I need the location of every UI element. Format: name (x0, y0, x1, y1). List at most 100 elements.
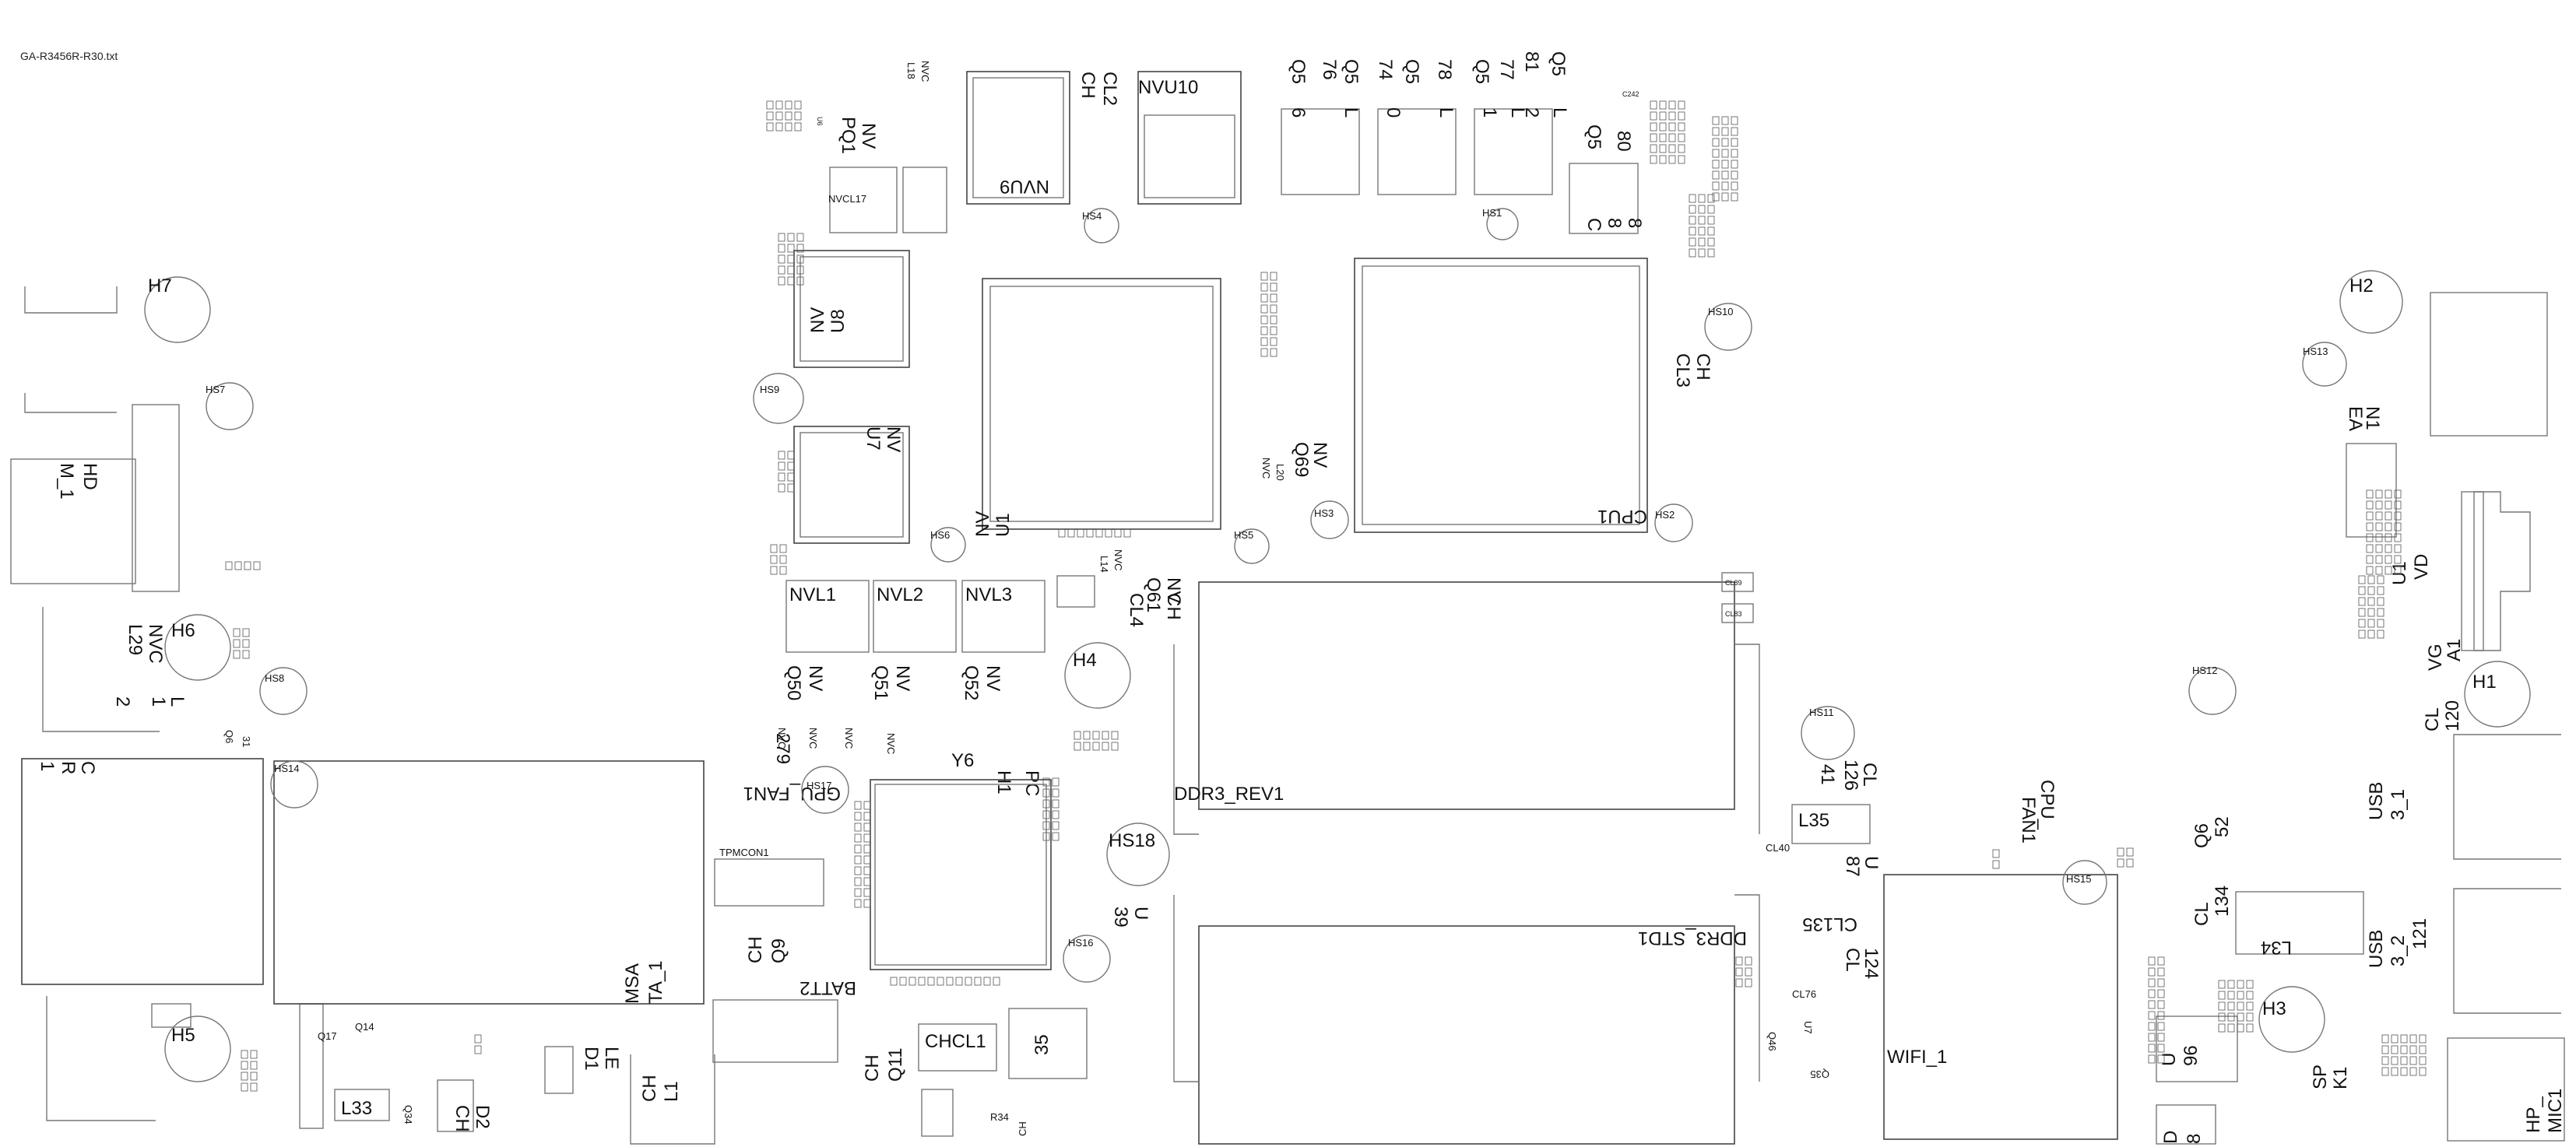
ref-q5-77: Q5 (1471, 59, 1492, 84)
ref-u7-nv: NV (883, 426, 904, 452)
ref-y6: Y6 (951, 750, 974, 771)
smd-pad (2375, 533, 2383, 542)
q5-mosfets (1281, 108, 1553, 195)
smd-pad (1042, 788, 1050, 798)
ref-vg: VG (2425, 644, 2446, 671)
ref-120: 120 (2442, 700, 2463, 731)
ref-l29: L29 (125, 624, 146, 655)
ref-r34-ch: CH (1017, 1121, 1028, 1136)
ref-52: 52 (2212, 816, 2233, 837)
smd-pad (863, 855, 871, 865)
smd-pad (863, 844, 871, 854)
smd-pad (233, 639, 241, 648)
smd-pad (2377, 630, 2384, 639)
smd-pad (2366, 533, 2374, 542)
ref-q51-nv: NV (892, 665, 913, 691)
smd-pad (242, 639, 250, 648)
smd-pad (1260, 282, 1268, 292)
smd-pad (1260, 315, 1268, 324)
mount-hole-h5 (164, 1015, 231, 1082)
smd-pad (2400, 1067, 2408, 1076)
smd-pad (2394, 555, 2402, 564)
smd-pad (2148, 978, 2156, 987)
ref-77: 77 (1496, 59, 1517, 80)
ref-q5-76: Q5 (1288, 59, 1309, 84)
ref-h2: H2 (2349, 275, 2374, 296)
smd-pad (2375, 489, 2383, 499)
smd-pad (2409, 1045, 2417, 1054)
smd-pad (2367, 586, 2375, 595)
smd-pad (1650, 133, 1657, 142)
smd-pad (1650, 111, 1657, 121)
smd-pad (1712, 116, 1720, 125)
smd-pad (2148, 1033, 2156, 1042)
ref-h1-pch: H1 (993, 770, 1014, 794)
ref-ddr3-std1: DDR3_STD1 (1638, 928, 1747, 949)
smd-pad (983, 977, 991, 986)
smd-pad (787, 254, 795, 264)
smd-pad (1052, 821, 1060, 830)
left-connectors (10, 286, 324, 1129)
smd-pad (2375, 522, 2383, 531)
smd-pad (796, 233, 804, 242)
smd-pad (2227, 1001, 2235, 1011)
ref-a1: A1 (2444, 639, 2465, 661)
smd-pad (2358, 608, 2366, 617)
ref-l20: L20 (1274, 464, 1286, 481)
ref-q61-nv: NV (1163, 577, 1184, 603)
ref-r34: R34 (990, 1111, 1009, 1123)
smd-pad (1052, 799, 1060, 809)
smd-pad (1668, 122, 1676, 132)
smd-pad (1067, 528, 1075, 538)
smd-pad (2384, 533, 2392, 542)
smd-pad (474, 1045, 482, 1054)
ref-gpu-fan1: GPU_FAN1 (743, 783, 841, 804)
ref-80: 80 (1613, 131, 1634, 152)
smd-pad (2148, 1022, 2156, 1031)
smd-pad (1731, 160, 1738, 169)
smd-pad (1678, 155, 1685, 164)
smd-pad (2148, 1054, 2156, 1064)
smd-pad (2157, 989, 2165, 998)
smd-pad (2157, 956, 2165, 966)
smd-pad (1052, 810, 1060, 819)
ref-cl3-ch: CH (1692, 353, 1713, 381)
smd-pad (1650, 155, 1657, 164)
ref-l1b-1: 1 (1479, 107, 1500, 118)
ref-q6: Q6 (223, 730, 235, 743)
smd-pad (2237, 1001, 2244, 1011)
smd-pad (2384, 544, 2392, 553)
smd-pad (2148, 1011, 2156, 1020)
smd-pad (2400, 1034, 2408, 1044)
ref-q51: Q51 (870, 665, 891, 700)
ref-l34: L34 (2261, 937, 2292, 958)
smd-pad (250, 1072, 258, 1081)
ref-u1-nv: NV (972, 511, 993, 537)
smd-pad (2117, 847, 2124, 857)
ref-n1: N1 (2362, 406, 2383, 430)
smd-pad (2227, 1012, 2235, 1022)
ref-c-q: C (1583, 218, 1604, 231)
smd-pad (1698, 216, 1706, 225)
ref-8b: 8 (1624, 218, 1645, 228)
ref-l20-nvc: NVC (1260, 458, 1272, 479)
smd-pad (2381, 1045, 2389, 1054)
ref-h5: H5 (171, 1025, 195, 1046)
ref-hs11: HS11 (1809, 707, 1834, 718)
smd-pad (1668, 144, 1676, 153)
ref-u96-u: U (2159, 1053, 2180, 1066)
smd-pad (778, 254, 785, 264)
ref-cl89: CL89 (1725, 579, 1742, 587)
smd-pad (2366, 511, 2374, 521)
ref-hs13: HS13 (2303, 346, 2328, 357)
smd-pad (1721, 116, 1729, 125)
smd-pad (796, 265, 804, 275)
smd-pad (775, 100, 783, 110)
usb32-connector (2453, 888, 2561, 1014)
ref-hs1: HS1 (1482, 207, 1502, 219)
smd-pad (1260, 326, 1268, 335)
smd-pad (778, 244, 785, 253)
smd-pad (778, 233, 785, 242)
smd-pad (2394, 511, 2402, 521)
ref-cl2: CL2 (1099, 72, 1120, 106)
